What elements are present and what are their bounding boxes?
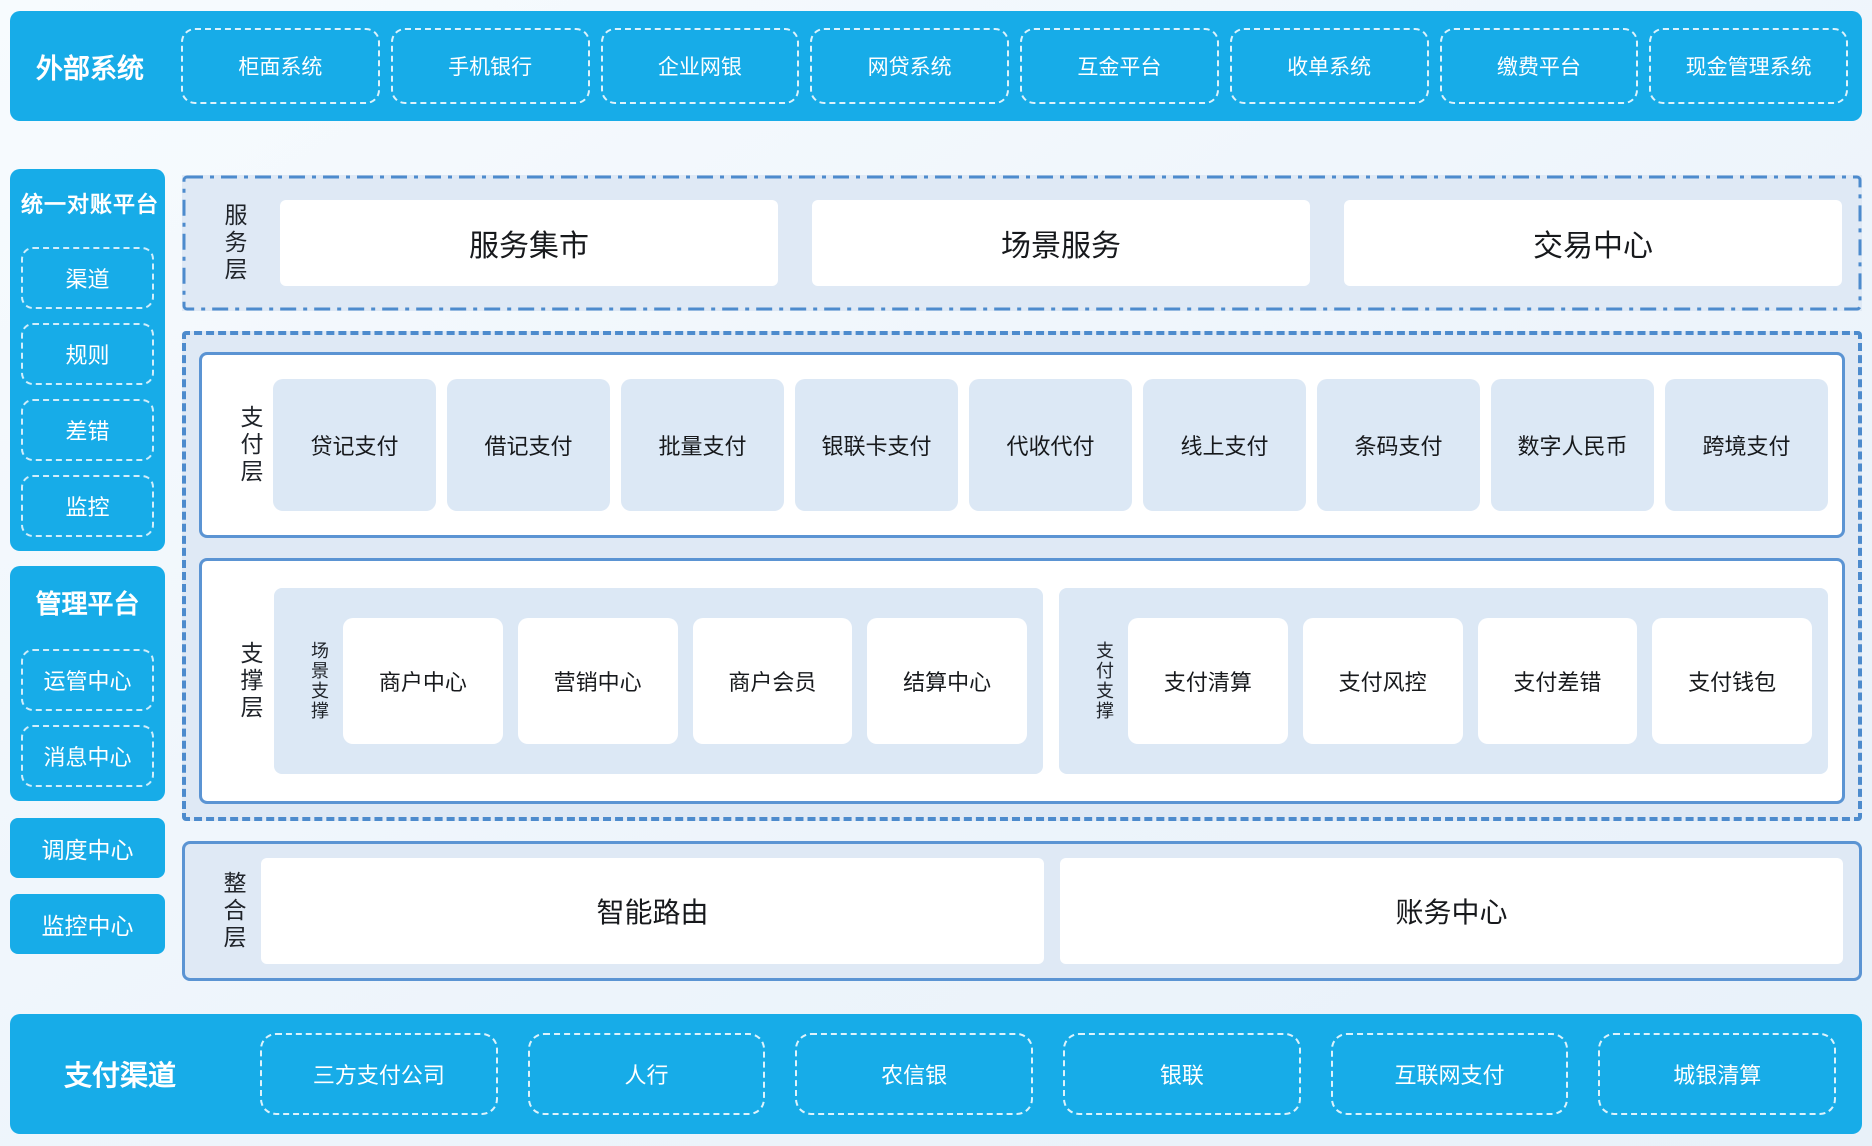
payment-item: 跨境支付 [1665, 379, 1828, 511]
external-system-item: 互金平台 [1020, 28, 1219, 104]
service-item: 服务集市 [280, 200, 778, 286]
integration-item: 账务中心 [1060, 858, 1843, 964]
payment-support-item: 支付风控 [1302, 618, 1463, 744]
payment-channels-bar: 支付渠道 三方支付公司 人行 农信银 银联 互联网支付 城银清算 [10, 1014, 1862, 1134]
reconciliation-platform-block: 统一对账平台 渠道 规则 差错 监控 [10, 169, 165, 551]
payment-channel-item: 农信银 [795, 1033, 1034, 1115]
payment-support-item: 支付清算 [1128, 618, 1288, 744]
payment-item: 银联卡支付 [795, 379, 958, 511]
reconciliation-platform-title: 统一对账平台 [21, 192, 160, 217]
management-item: 消息中心 [21, 725, 154, 787]
reconciliation-item: 规则 [21, 323, 154, 385]
payment-channel-item: 互联网支付 [1330, 1033, 1569, 1115]
integration-layer-label: 整合层 [220, 870, 246, 952]
scene-support-group: 场景支撑 商户中心 营销中心 商户会员 结算中心 [274, 588, 1043, 774]
payment-item: 线上支付 [1143, 379, 1306, 511]
external-system-item: 收单系统 [1229, 28, 1429, 104]
payment-item: 批量支付 [621, 379, 784, 511]
service-item: 交易中心 [1344, 200, 1842, 286]
payment-support-label: 支付支撑 [1094, 641, 1114, 721]
integration-item: 智能路由 [261, 858, 1044, 964]
management-platform-title: 管理平台 [35, 589, 140, 619]
external-system-item: 柜面系统 [181, 28, 380, 104]
service-item: 场景服务 [812, 200, 1310, 286]
payment-layer-label: 支付层 [237, 404, 263, 486]
payment-item: 条码支付 [1317, 379, 1480, 511]
left-column: 统一对账平台 渠道 规则 差错 监控 管理平台 运管中心 消息中心 调度中心 监… [10, 146, 165, 986]
payment-channel-item: 人行 [527, 1033, 766, 1115]
scene-support-item: 结算中心 [867, 618, 1027, 744]
integration-layer: 整合层 智能路由 账务中心 [182, 841, 1862, 981]
management-platform-block: 管理平台 运管中心 消息中心 [10, 566, 165, 801]
external-systems-label: 外部系统 [36, 53, 144, 84]
reconciliation-item: 监控 [21, 475, 154, 537]
external-system-item: 手机银行 [390, 28, 590, 104]
payment-item: 数字人民币 [1491, 379, 1654, 511]
reconciliation-item: 差错 [21, 399, 154, 461]
dispatch-center-box: 调度中心 [10, 818, 165, 878]
core-layers-container: 支付层 贷记支付 借记支付 批量支付 银联卡支付 代收代付 线上支付 条码支付 … [182, 331, 1862, 821]
payment-channel-item: 三方支付公司 [260, 1033, 498, 1115]
scene-support-item: 商户会员 [692, 618, 853, 744]
service-layer-label: 服务层 [221, 202, 247, 284]
support-layer-label: 支撑层 [237, 640, 263, 722]
scene-support-label: 场景支撑 [309, 641, 329, 721]
payment-channels-label: 支付渠道 [63, 1060, 176, 1091]
payment-support-group: 支付支撑 支付清算 支付风控 支付差错 支付钱包 [1059, 588, 1828, 774]
external-systems-bar: 外部系统 柜面系统 手机银行 企业网银 网贷系统 互金平台 收单系统 缴费平台 … [10, 11, 1862, 121]
external-system-item: 缴费平台 [1439, 28, 1639, 104]
service-layer: 服务层 服务集市 场景服务 交易中心 [182, 175, 1862, 311]
payment-support-item: 支付钱包 [1652, 618, 1812, 744]
payment-support-item: 支付差错 [1477, 618, 1638, 744]
external-system-item: 现金管理系统 [1649, 28, 1848, 104]
payment-item: 贷记支付 [273, 379, 436, 511]
main-column: 服务层 服务集市 场景服务 交易中心 支付层 贷记支付 借记支付 批量支付 银联… [182, 146, 1862, 986]
reconciliation-item: 渠道 [21, 247, 154, 309]
management-item: 运管中心 [21, 649, 154, 711]
payment-channel-item: 城银清算 [1598, 1033, 1837, 1115]
payment-layer: 支付层 贷记支付 借记支付 批量支付 银联卡支付 代收代付 线上支付 条码支付 … [199, 352, 1845, 538]
payment-channel-item: 银联 [1063, 1033, 1301, 1115]
payment-item: 借记支付 [447, 379, 610, 511]
middle-region: 统一对账平台 渠道 规则 差错 监控 管理平台 运管中心 消息中心 调度中心 监… [10, 146, 1862, 986]
support-layer: 支撑层 场景支撑 商户中心 营销中心 商户会员 结算中心 支付支撑 支付清算 支… [199, 558, 1845, 804]
scene-support-item: 营销中心 [517, 618, 678, 744]
external-system-item: 网贷系统 [810, 28, 1009, 104]
external-system-item: 企业网银 [600, 28, 800, 104]
scene-support-item: 商户中心 [343, 618, 503, 744]
payment-item: 代收代付 [969, 379, 1132, 511]
monitor-center-box: 监控中心 [10, 894, 165, 954]
